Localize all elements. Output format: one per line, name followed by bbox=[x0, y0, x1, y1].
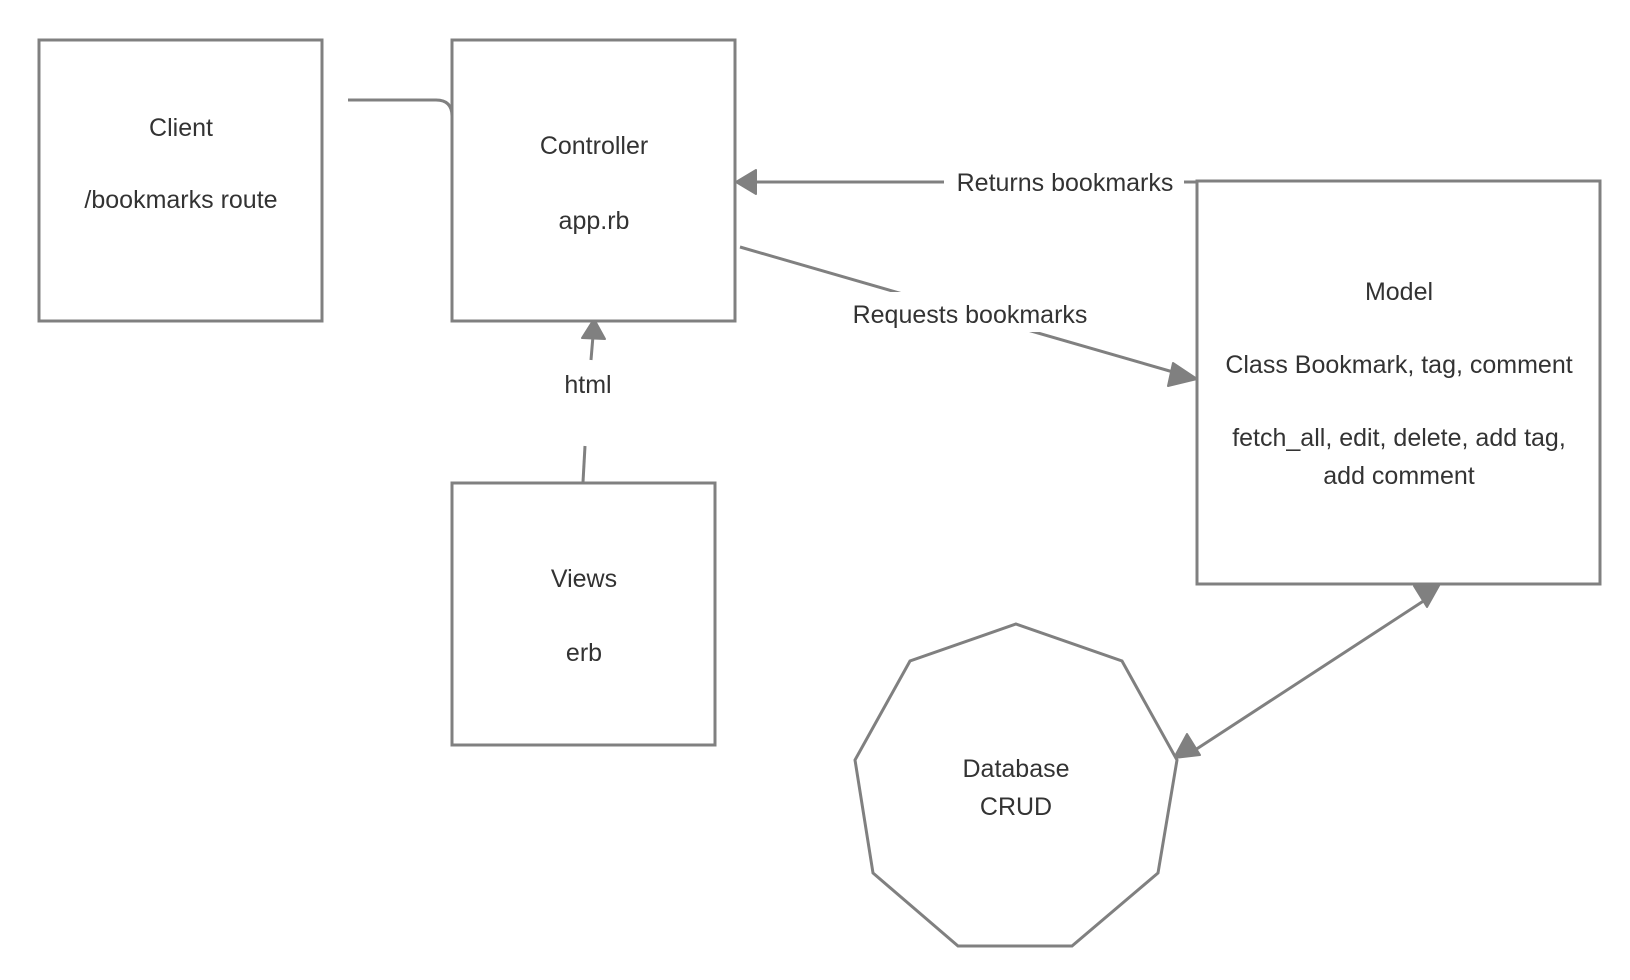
model-title: Model bbox=[1365, 278, 1433, 306]
model-classes: Class Bookmark, tag, comment bbox=[1225, 351, 1572, 379]
returns-arrowhead bbox=[735, 169, 757, 195]
client-node[interactable]: Client /bookmarks route bbox=[37, 38, 324, 323]
database-end-arrowhead bbox=[1173, 733, 1201, 759]
model-methods-line1: fetch_all, edit, delete, add tag, bbox=[1232, 424, 1566, 452]
views-node[interactable]: Views erb bbox=[450, 481, 717, 747]
html-label: html bbox=[564, 371, 611, 399]
html-arrowhead bbox=[581, 318, 606, 340]
requests-bookmarks-label: Requests bookmarks bbox=[853, 301, 1088, 329]
client-controller-connector[interactable] bbox=[348, 98, 454, 175]
requests-bookmarks-edge[interactable]: Requests bookmarks bbox=[739, 245, 1198, 387]
requests-arrowhead bbox=[1167, 362, 1198, 387]
database-title: Database bbox=[962, 755, 1069, 783]
returns-bookmarks-edge[interactable]: Returns bookmarks bbox=[735, 164, 1196, 200]
model-node[interactable]: Model Class Bookmark, tag, comment fetch… bbox=[1195, 179, 1602, 586]
controller-node[interactable]: Controller app.rb bbox=[450, 38, 737, 323]
model-methods-line2: add comment bbox=[1323, 462, 1475, 490]
html-edge[interactable]: html bbox=[564, 318, 612, 483]
controller-subtitle: app.rb bbox=[559, 207, 630, 235]
controller-title: Controller bbox=[540, 132, 648, 160]
client-title: Client bbox=[149, 114, 213, 142]
database-node[interactable]: Database CRUD bbox=[853, 622, 1179, 948]
client-subtitle: /bookmarks route bbox=[84, 186, 277, 214]
database-subtitle: CRUD bbox=[980, 793, 1052, 821]
returns-bookmarks-label: Returns bookmarks bbox=[957, 169, 1174, 197]
views-title: Views bbox=[551, 565, 617, 593]
database-model-edge[interactable] bbox=[1173, 581, 1442, 759]
views-subtitle: erb bbox=[566, 639, 602, 667]
